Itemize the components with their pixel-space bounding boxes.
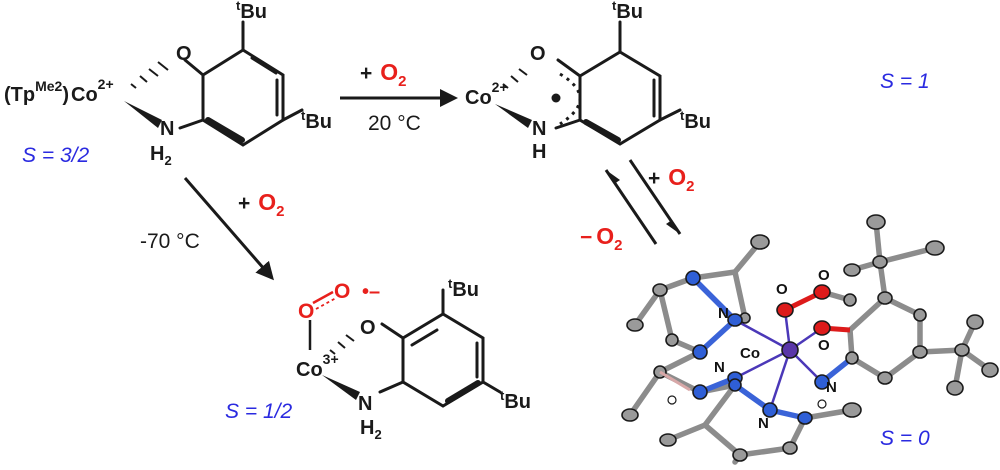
ring-so-bold-edge xyxy=(445,380,481,404)
crystal-h-atom xyxy=(817,399,827,409)
arrow-oxidation-lowt: +O2 -70 °C xyxy=(140,177,285,281)
spin-semiquinone: S = 1 xyxy=(880,70,930,93)
ring-so xyxy=(401,312,485,408)
wedge-bond-so xyxy=(322,375,360,400)
eq-head-forward xyxy=(666,220,680,234)
bond-sq-c-n xyxy=(554,118,582,130)
crystal-oxygen-atoms xyxy=(776,284,831,336)
crystal-label-n3: N xyxy=(758,415,769,432)
arrow-oxidation-rt: +O2 20 °C xyxy=(340,59,458,135)
crystal-label-n4: N xyxy=(826,379,837,396)
delocalized-arc xyxy=(559,72,582,126)
eq-head-back xyxy=(606,170,620,184)
crystal-label-n1: N xyxy=(718,305,729,322)
ring-sq-bold-edge xyxy=(583,119,621,143)
reagent-minus-o2-eq: −O2 xyxy=(580,223,623,254)
ring-bold-edge xyxy=(205,117,245,143)
ring-so-double-1 xyxy=(410,328,439,347)
molecule-superoxo: tBu tBu O N H2 Co3+ O O •– S = 1/2 xyxy=(225,276,531,442)
superoxo-o2: O xyxy=(334,280,350,303)
arrow-line-diag xyxy=(183,177,274,281)
tbu-label-right-so: tBu xyxy=(500,388,531,413)
tp-co-label: (TpMe2)Co2+ xyxy=(4,76,114,106)
crystal-label-co: Co xyxy=(740,345,760,362)
nh-label-sq: H xyxy=(532,141,546,163)
ring-start xyxy=(201,48,285,147)
co-label-so: Co3+ xyxy=(296,351,339,381)
nh2-label-so: H2 xyxy=(360,417,382,442)
bond-c-o xyxy=(183,58,205,77)
bond-o-o-superoxo xyxy=(312,290,334,305)
nh2-label: H2 xyxy=(150,143,172,168)
reagent-o2-diag: +O2 xyxy=(238,189,285,220)
bond-so-c-n xyxy=(378,380,405,394)
radical-anion-sign: •– xyxy=(362,281,380,303)
crystal-carbon-atoms xyxy=(621,214,999,462)
tbu-bond-right-so xyxy=(481,380,502,394)
nitrogen-label-so: N xyxy=(358,393,372,415)
tbu-bond-right xyxy=(281,108,304,122)
crystal-structure: N N N N O O O Co S = 0 xyxy=(621,214,999,465)
tbu-label-right: tBu xyxy=(301,108,332,133)
hashed-bond-so xyxy=(329,334,355,355)
tbu-bond-right-sq xyxy=(658,108,682,122)
crystal-bh-atom xyxy=(667,395,677,405)
tbu-label-top-sq: tBu xyxy=(612,0,643,23)
spin-superoxo: S = 1/2 xyxy=(225,400,292,423)
crystal-label-o1: O xyxy=(776,281,788,298)
condition-minus70c: -70 °C xyxy=(140,230,200,253)
crystal-label-n2: N xyxy=(714,359,725,376)
ring-sq xyxy=(578,50,662,146)
co-label-sq: Co2+ xyxy=(465,79,508,109)
oxygen-label: O xyxy=(176,43,192,65)
spin-crystal: S = 0 xyxy=(880,427,930,450)
reagent-o2-top: +O2 xyxy=(360,59,407,90)
crystal-nitrogen-atoms xyxy=(685,270,830,425)
bond-o-o-superoxo-dash xyxy=(315,297,337,310)
condition-20c: 20 °C xyxy=(368,112,421,135)
hashed-bond-co-o xyxy=(130,61,169,89)
crystal-label-o2: O xyxy=(818,267,830,284)
crystal-bh-bond xyxy=(659,370,691,392)
crystal-cobalt-atom xyxy=(781,341,799,359)
tbu-label-top-so: tBu xyxy=(448,276,479,301)
wedge-bond-co-n xyxy=(124,101,162,128)
hashed-bond-sq xyxy=(502,68,528,89)
tbu-label-top: tBu xyxy=(236,0,267,23)
reagent-plus-o2-eq: +O2 xyxy=(648,164,695,195)
nitrogen-label-sq: N xyxy=(532,118,546,140)
molecule-start-complex: tBu tBu O N H2 (TpMe2)Co2+ S = 3/2 xyxy=(4,0,332,168)
wedge-bond-sq xyxy=(495,104,532,128)
radical-dot xyxy=(551,93,561,103)
crystal-label-o3: O xyxy=(818,337,830,354)
ring-double-1 xyxy=(250,56,278,75)
oxygen-label-sq: O xyxy=(530,43,546,65)
nitrogen-label: N xyxy=(160,118,174,140)
crystal-carbon-bonds xyxy=(627,219,993,465)
spin-start: S = 3/2 xyxy=(22,144,89,167)
equilibrium-arrows: +O2 −O2 xyxy=(580,159,695,254)
tbu-label-right-sq: tBu xyxy=(680,108,711,133)
superoxo-o1: O xyxy=(298,300,314,323)
bond-sq-c-o xyxy=(556,58,582,78)
bond-so-c-o xyxy=(380,322,405,340)
molecule-semiquinone: tBu tBu O N H Co2+ S = 1 xyxy=(465,0,930,163)
bond-c-n xyxy=(178,118,205,130)
oxygen-label-so: O xyxy=(360,317,376,339)
